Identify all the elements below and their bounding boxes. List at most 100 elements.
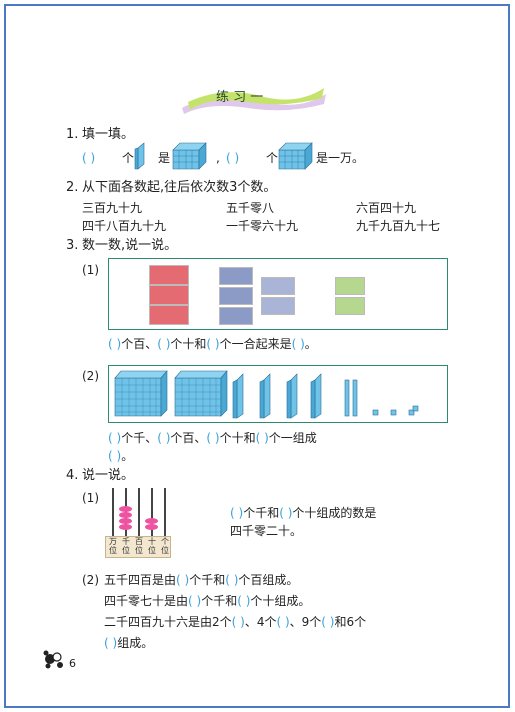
answer-blank[interactable]: ( )	[321, 615, 335, 629]
thousand-block	[174, 370, 228, 417]
place-label: 万位	[109, 537, 117, 555]
place-label: 个位	[161, 537, 169, 555]
abacus-bead	[145, 518, 158, 524]
q3-part1-label: (1)	[82, 263, 99, 277]
thousand-cube-icon	[172, 142, 207, 170]
line-text: 和6个	[334, 615, 367, 629]
line-text: 个一组成	[268, 431, 317, 445]
answer-blank[interactable]: ( )	[157, 431, 171, 445]
q1-title: 填一填。	[82, 127, 135, 142]
abacus-rod	[164, 488, 166, 536]
q1-shi-yiwan: 是一万。	[316, 151, 365, 165]
answer-blank[interactable]: ( )	[231, 615, 245, 629]
blocks-box	[108, 365, 448, 423]
q4-part2-line1: 五千四百是由( )个千和( )个百组成。	[104, 572, 298, 588]
q4-number: 4.	[66, 468, 79, 483]
answer-blank[interactable]: ( )	[176, 573, 190, 587]
line-text: 、4个	[244, 615, 277, 629]
exercise-banner: 练 习 一	[178, 80, 328, 120]
q4-part1-text2: 四千零二十。	[230, 524, 303, 538]
q4-title: 说一说。	[82, 468, 135, 483]
answer-blank[interactable]: ( )	[237, 594, 251, 608]
answer-blank[interactable]: ( )	[255, 431, 269, 445]
answer-blank[interactable]: ( )	[225, 573, 239, 587]
thousand-cube-icon-2	[278, 142, 313, 170]
line-text: 个十组成。	[250, 594, 311, 608]
line-text: 个千和	[243, 506, 280, 520]
line-text: 组成。	[117, 636, 154, 650]
abacus-base	[105, 536, 171, 558]
answer-blank[interactable]: ( )	[108, 449, 122, 463]
answer-blank[interactable]: ( )	[291, 337, 305, 351]
answer-blank[interactable]: ( )	[104, 636, 118, 650]
answer-blank[interactable]: ( )	[206, 431, 220, 445]
banner-title: 练 习 一	[216, 90, 264, 105]
q4-part2-line2: 四千零七十是由( )个千和( )个十组成。	[104, 593, 310, 609]
q2-title: 从下面各数起,往后依次数3个数。	[82, 180, 277, 195]
answer-blank[interactable]: ( )	[157, 337, 171, 351]
place-label: 千位	[122, 537, 130, 555]
q2-item: 四千八百九十九	[82, 219, 167, 233]
line-text: 四千零七十是由	[104, 594, 189, 608]
q2-item: 六百四十九	[356, 201, 417, 215]
page-number: 6	[69, 657, 76, 670]
q3-part2-label: (2)	[82, 369, 99, 383]
line-text: 个十组成的数是	[292, 506, 377, 520]
ten-rods	[344, 379, 358, 417]
line-text: 个百、	[121, 337, 158, 351]
q1-shi: 是	[158, 151, 171, 165]
line-text: 个千和	[201, 594, 238, 608]
panda-icon	[43, 650, 63, 669]
q4-part2-line4: ( )组成。	[104, 635, 153, 651]
abacus-rod	[151, 488, 153, 536]
abacus-bead	[119, 512, 132, 518]
q2-item: 九千九百九十七	[356, 219, 441, 233]
answer-blank[interactable]: ( )	[279, 506, 293, 520]
money-box	[108, 258, 448, 330]
line-text: 五千四百是由	[104, 573, 177, 587]
q1-blank-1[interactable]: ( )	[82, 151, 96, 165]
q3-number: 3.	[66, 238, 79, 253]
q1-blank-2[interactable]: ( )	[226, 151, 240, 165]
answer-blank[interactable]: ( )	[108, 337, 122, 351]
place-value-blocks	[114, 370, 419, 419]
abacus-rod	[112, 488, 114, 536]
q1-comma: ,	[216, 151, 220, 165]
answer-blank[interactable]: ( )	[188, 594, 202, 608]
place-label: 十位	[148, 537, 156, 555]
thousand-flat-icon	[134, 142, 145, 170]
q3-part2-answer-line2: ( )。	[108, 448, 133, 464]
q2-item: 一千零六十九	[226, 219, 299, 233]
q1-ge-1: 个	[122, 151, 135, 165]
abacus-rod	[138, 488, 140, 536]
q1-number: 1.	[66, 127, 79, 142]
answer-blank[interactable]: ( )	[206, 337, 220, 351]
q2-item: 五千零八	[226, 201, 275, 215]
q2-item: 三百九十九	[82, 201, 143, 215]
place-label: 百位	[135, 537, 143, 555]
line-text: 。	[121, 449, 134, 463]
hundred-flats	[232, 373, 322, 419]
abacus-bead	[119, 506, 132, 512]
q3-part2-answer-line1: ( )个千、( )个百、( )个十和( )个一组成	[108, 430, 317, 446]
page-border	[4, 4, 510, 708]
line-text: 个十和	[170, 337, 207, 351]
abacus-bead	[119, 524, 132, 530]
line-text: 个十和	[219, 431, 256, 445]
line-text: 、9个	[289, 615, 322, 629]
q4-part2-line3: 二千四百九十六是由2个( )、4个( )、9个( )和6个	[104, 614, 366, 630]
q4-part1-text1: ( )个千和( )个十组成的数是	[230, 505, 376, 521]
answer-blank[interactable]: ( )	[108, 431, 122, 445]
line-text: 个千、	[121, 431, 158, 445]
line-text: 个一合起来是	[219, 337, 292, 351]
q1-ge-2: 个	[266, 151, 279, 165]
q3-title: 数一数,说一说。	[82, 238, 178, 253]
answer-blank[interactable]: ( )	[276, 615, 290, 629]
line-text: 。	[304, 337, 317, 351]
line-text: 个千和	[189, 573, 226, 587]
q2-number: 2.	[66, 180, 79, 195]
q4-part1-label: (1)	[82, 491, 99, 505]
answer-blank[interactable]: ( )	[230, 506, 244, 520]
unit-cubes	[372, 405, 419, 416]
thousand-block	[114, 370, 168, 417]
